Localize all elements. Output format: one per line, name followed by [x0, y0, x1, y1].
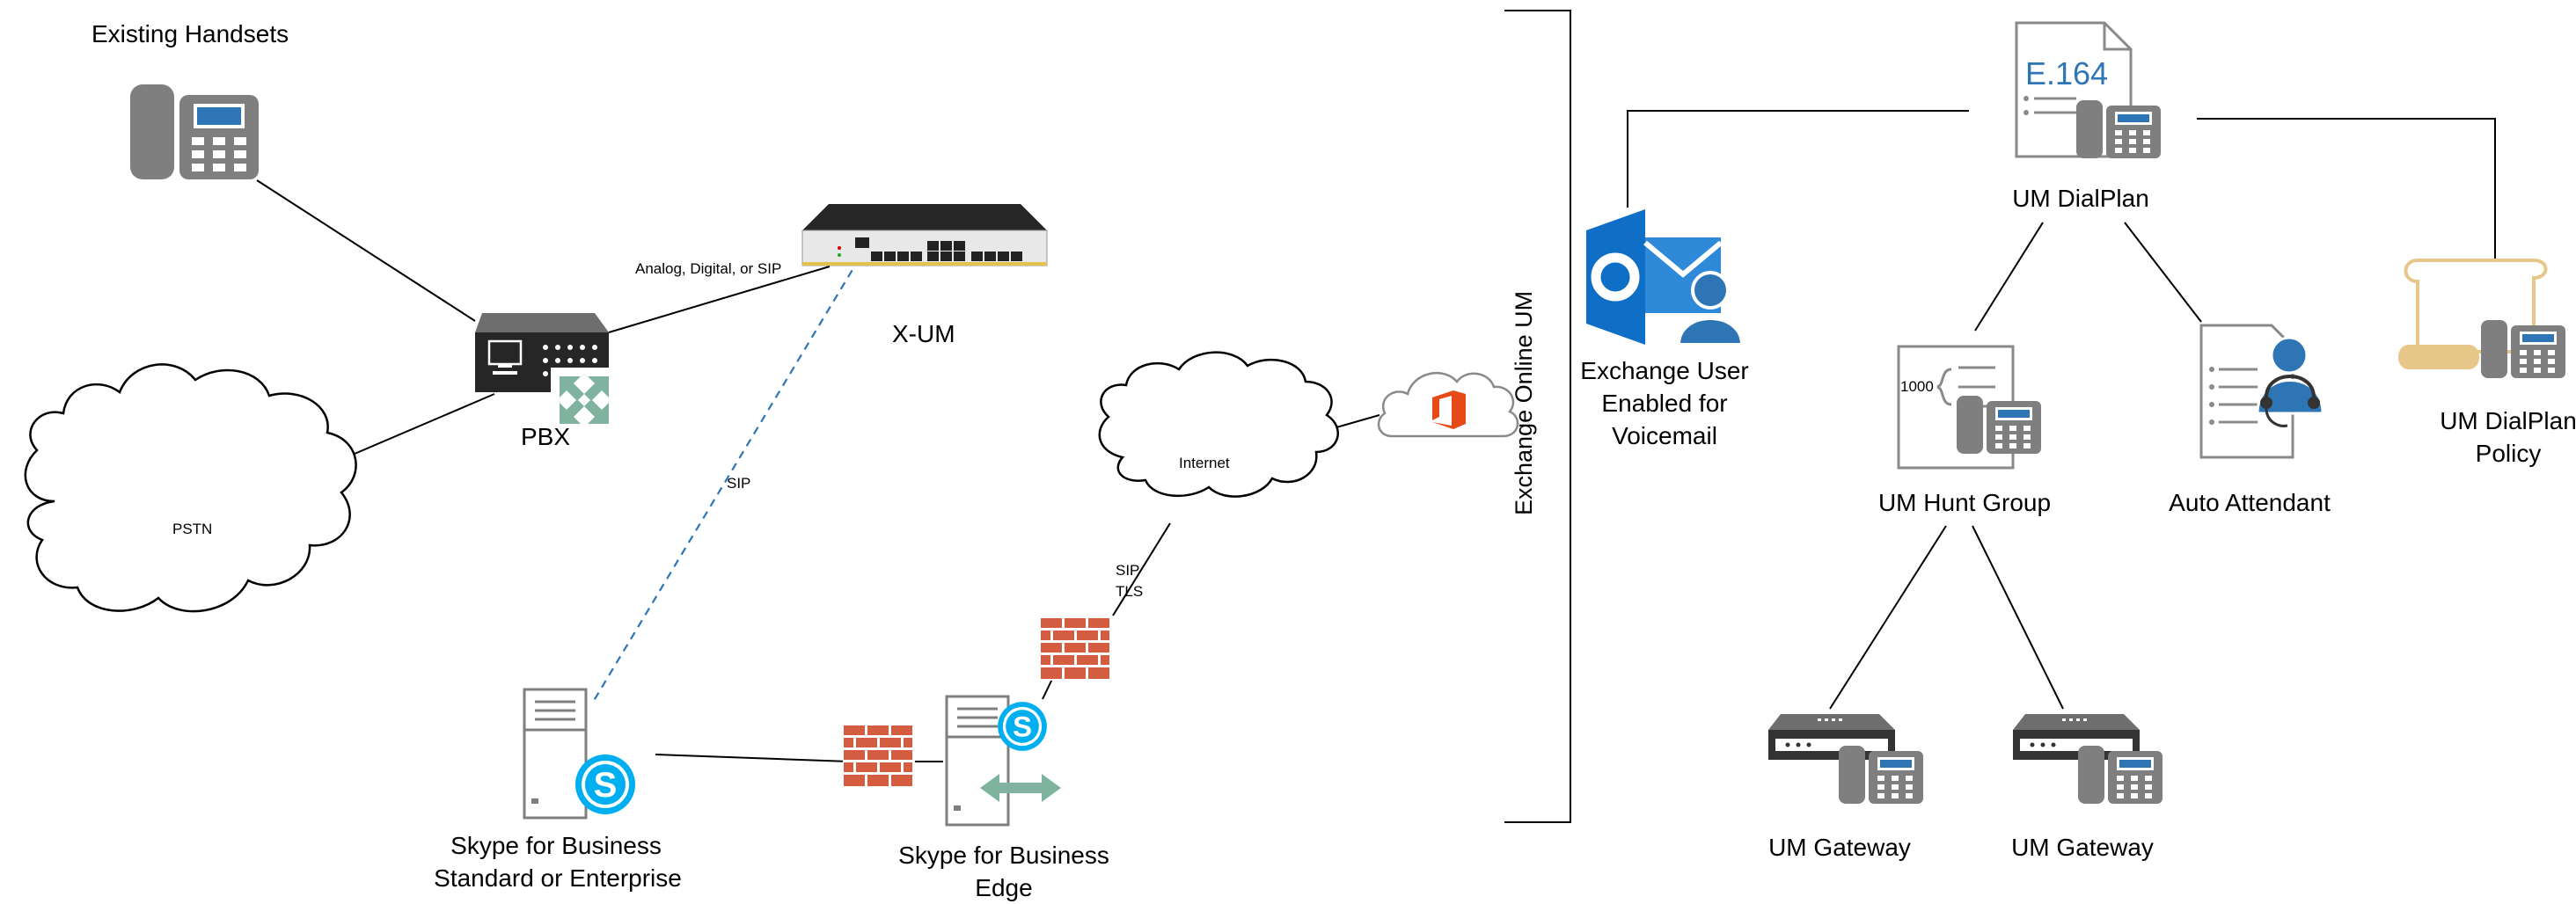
firewall-internet-line: [1112, 522, 1171, 616]
um-gateway-2-label: UM Gateway: [2011, 834, 2154, 861]
um-dialplan-policy-icon: [2398, 259, 2565, 378]
firewall-right-icon: [1040, 617, 1110, 681]
sfb-server-label-line1: Skype for Business: [450, 832, 662, 859]
firewall-left-icon: [843, 725, 913, 788]
network-switch-icon: [801, 204, 1048, 266]
sip-dashed-label: SIP: [727, 475, 751, 492]
dialplan-policy-line: [2197, 118, 2496, 264]
handset-pbx-line: [256, 179, 476, 322]
exchange-user-label-line2: Enabled for: [1601, 390, 1728, 417]
pbx-label: PBX: [521, 423, 571, 450]
um-hunt-group-icon: [1897, 345, 2041, 470]
pbx-appliance-icon: [475, 313, 618, 433]
auto-attendant-label: Auto Attendant: [2169, 489, 2331, 516]
sfb-server-icon: [523, 688, 635, 820]
pstn-cloud-icon: [24, 363, 357, 613]
analog-link-label: Analog, Digital, or SIP: [635, 260, 782, 277]
sfb-edge-server-icon: [945, 695, 1061, 827]
hunt-number-label: 1000: [1900, 378, 1934, 395]
office365-cloud-icon: [1377, 371, 1519, 438]
xum-label: X-UM: [892, 320, 955, 347]
exchange-user-label-line1: Exchange User: [1580, 357, 1749, 384]
existing-handsets-label: Existing Handsets: [91, 20, 289, 47]
exchange-online-bracket: [1504, 10, 1571, 823]
pstn-label: PSTN: [172, 521, 213, 537]
pstn-pbx-line: [335, 393, 495, 463]
existing-handset-icon: [130, 84, 259, 179]
auto-attendant-icon: [2199, 324, 2324, 459]
um-gateway-1-label: UM Gateway: [1768, 834, 1911, 861]
um-dialplan-policy-label-line2: Policy: [2475, 440, 2542, 467]
um-dialplan-icon: E.164: [2015, 21, 2161, 158]
internet-cloud-icon: [1098, 351, 1340, 498]
um-dialplan-label: UM DialPlan: [2012, 185, 2149, 212]
sip-tls-label-tls: TLS: [1116, 583, 1144, 600]
sip-tls-label-sip: SIP: [1116, 562, 1140, 579]
server-firewall-line: [655, 754, 850, 762]
huntgroup-gateway2-line: [1972, 525, 2064, 710]
um-gateway-1-icon: [1768, 714, 1923, 804]
connection-lines: [256, 10, 2496, 823]
sfb-edge-label-line2: Edge: [975, 874, 1033, 901]
internet-label: Internet: [1179, 455, 1230, 471]
dialplan-huntgroup-line: [1974, 222, 2044, 332]
exchange-online-um-label: Exchange Online UM: [1511, 290, 1537, 515]
um-dialplan-policy-label-line1: UM DialPlan: [2440, 407, 2576, 434]
um-gateway-2-icon: [2013, 714, 2163, 804]
outlook-icon: [1586, 209, 1745, 346]
dialplan-autoattendant-line: [2124, 222, 2202, 323]
sfb-edge-label-line1: Skype for Business: [898, 842, 1109, 869]
huntgroup-gateway1-line: [1829, 525, 1947, 710]
xum-sfb-sip-dashed-line: [591, 245, 867, 704]
exchange-user-label-line3: Voicemail: [1612, 422, 1717, 449]
svg-text:E.164: E.164: [2025, 55, 2108, 91]
um-hunt-group-label: UM Hunt Group: [1877, 489, 2052, 516]
exchange-user-dialplan-line: [1627, 110, 1969, 208]
sfb-server-label-line2: Standard or Enterprise: [434, 864, 682, 892]
pbx-xum-line: [608, 266, 831, 333]
